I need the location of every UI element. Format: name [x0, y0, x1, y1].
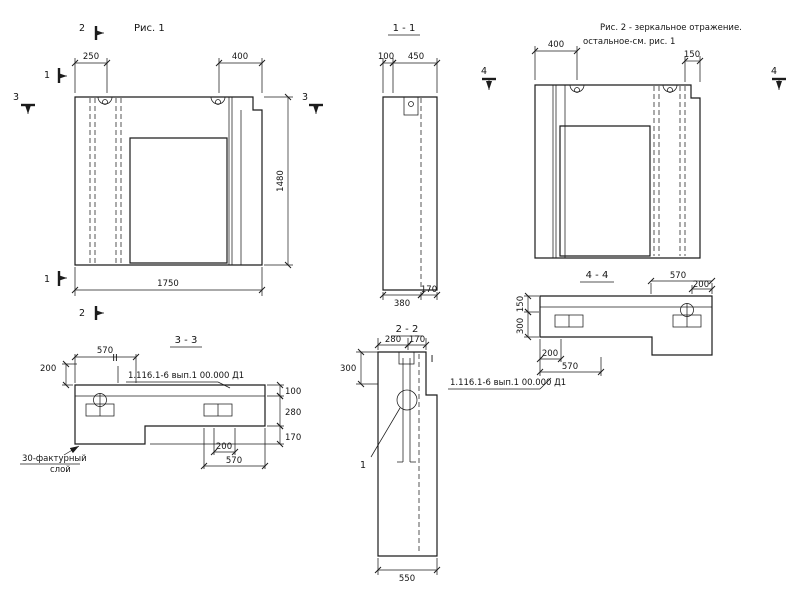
section-4-4-dim-200-bottom: 200	[542, 349, 558, 359]
section-3-3-dimensions	[20, 353, 284, 470]
section-4-4-dimensions	[448, 277, 716, 390]
section-2-2-view: 2 - 2 280 170 I 300 1 550	[340, 324, 441, 584]
section-1-1-dimensions	[379, 58, 441, 300]
section-2-2-detail-marker-i: I	[431, 354, 434, 365]
fig1-section-marker-1-bottom: 1	[44, 274, 50, 285]
section-1-1-dim-170: 170	[421, 285, 437, 295]
fig1-section-marker-2-top: 2	[79, 23, 85, 34]
fig1-section-marker-1-top: 1	[44, 70, 50, 81]
fig1-dim-1750: 1750	[157, 279, 179, 289]
section-4-4-dim-150: 150	[516, 296, 526, 312]
fig1-linework	[74, 96, 263, 266]
section-1-1-dim-450: 450	[408, 52, 424, 62]
section-2-2-title: 2 - 2	[396, 324, 419, 335]
fig1-section-marker-3-left: 3	[13, 92, 19, 103]
section-1-1-dim-380: 380	[394, 299, 410, 309]
fig2-dim-400: 400	[548, 40, 564, 50]
section-3-3-dim-100: 100	[285, 387, 301, 397]
section-3-3-dim-280: 280	[285, 408, 301, 418]
fig1-dim-250: 250	[83, 52, 99, 62]
fig2-view: Рис. 2 - зеркальное отражение. остальное…	[481, 23, 786, 259]
fig2-section-marks	[482, 77, 786, 90]
section-2-2-dim-280: 280	[385, 335, 401, 345]
section-3-3-dim-200-left: 200	[40, 364, 56, 374]
section-3-3-note-line2: слой	[50, 465, 71, 475]
fig1-section-marker-2-bottom: 2	[79, 308, 85, 319]
section-4-4-linework	[539, 281, 713, 356]
fig2-linework	[534, 84, 701, 259]
fig1-dim-400: 400	[232, 52, 248, 62]
section-2-2-linework	[370, 335, 438, 557]
section-4-4-dim-200-top: 200	[693, 280, 709, 290]
fig1-section-marker-3-right: 3	[302, 92, 308, 103]
section-3-3-designation-label: 1.116.1-6 вып.1 00.000 Д1	[128, 371, 244, 381]
fig1-title: Рис. 1	[134, 23, 165, 34]
fig1-dimensions	[71, 58, 293, 296]
fig1-view: Рис. 1 250 400 1480 1750 2 2 1 1 3 3	[13, 23, 323, 320]
fig2-title-line1: Рис. 2 - зеркальное отражение.	[600, 23, 742, 33]
section-3-3-detail-marker-ii: II	[112, 353, 118, 364]
section-3-3-dim-570-top: 570	[97, 346, 113, 356]
section-3-3-dim-200-bottom: 200	[216, 442, 232, 452]
section-1-1-dim-100: 100	[378, 52, 394, 62]
section-3-3-note-line1: 30-фактурный	[22, 454, 87, 464]
section-3-3-dim-170: 170	[285, 433, 301, 443]
section-2-2-dim-300: 300	[340, 364, 356, 374]
section-1-1-view: 1 - 1 100 450 380 170	[378, 23, 441, 309]
section-3-3-title: 3 - 3	[175, 335, 198, 346]
section-4-4-view: 4 - 4 570 200 150 300 200 570 1.116.1-6 …	[448, 270, 716, 390]
section-4-4-designation-label: 1.116.1-6 вып.1 00.000 Д1	[450, 378, 566, 388]
fig1-dim-1480: 1480	[276, 170, 286, 192]
section-2-2-dim-170: 170	[409, 335, 425, 345]
section-4-4-dim-300: 300	[516, 318, 526, 334]
section-1-1-title: 1 - 1	[393, 23, 416, 34]
section-3-3-linework	[74, 346, 266, 445]
fig2-title-line2: остальное-см. рис. 1	[583, 37, 675, 47]
section-2-2-dimensions	[356, 338, 441, 575]
section-4-4-title: 4 - 4	[586, 270, 609, 281]
fig2-section-marker-4-left: 4	[481, 66, 487, 77]
section-2-2-callout-1: 1	[360, 460, 366, 471]
fig2-section-marker-4-right: 4	[771, 66, 777, 77]
section-2-2-dim-550: 550	[399, 574, 415, 584]
section-4-4-dim-570-bottom: 570	[562, 362, 578, 372]
section-3-3-view: 3 - 3 570 200 II 100 280 170 200 570 1.1…	[20, 335, 301, 475]
fig2-dimensions	[531, 46, 704, 82]
fig1-section-marks	[21, 26, 323, 320]
section-4-4-dim-570-top: 570	[670, 271, 686, 281]
section-1-1-linework	[382, 34, 438, 291]
fig2-dim-150: 150	[684, 50, 700, 60]
section-3-3-dim-570-bottom: 570	[226, 456, 242, 466]
